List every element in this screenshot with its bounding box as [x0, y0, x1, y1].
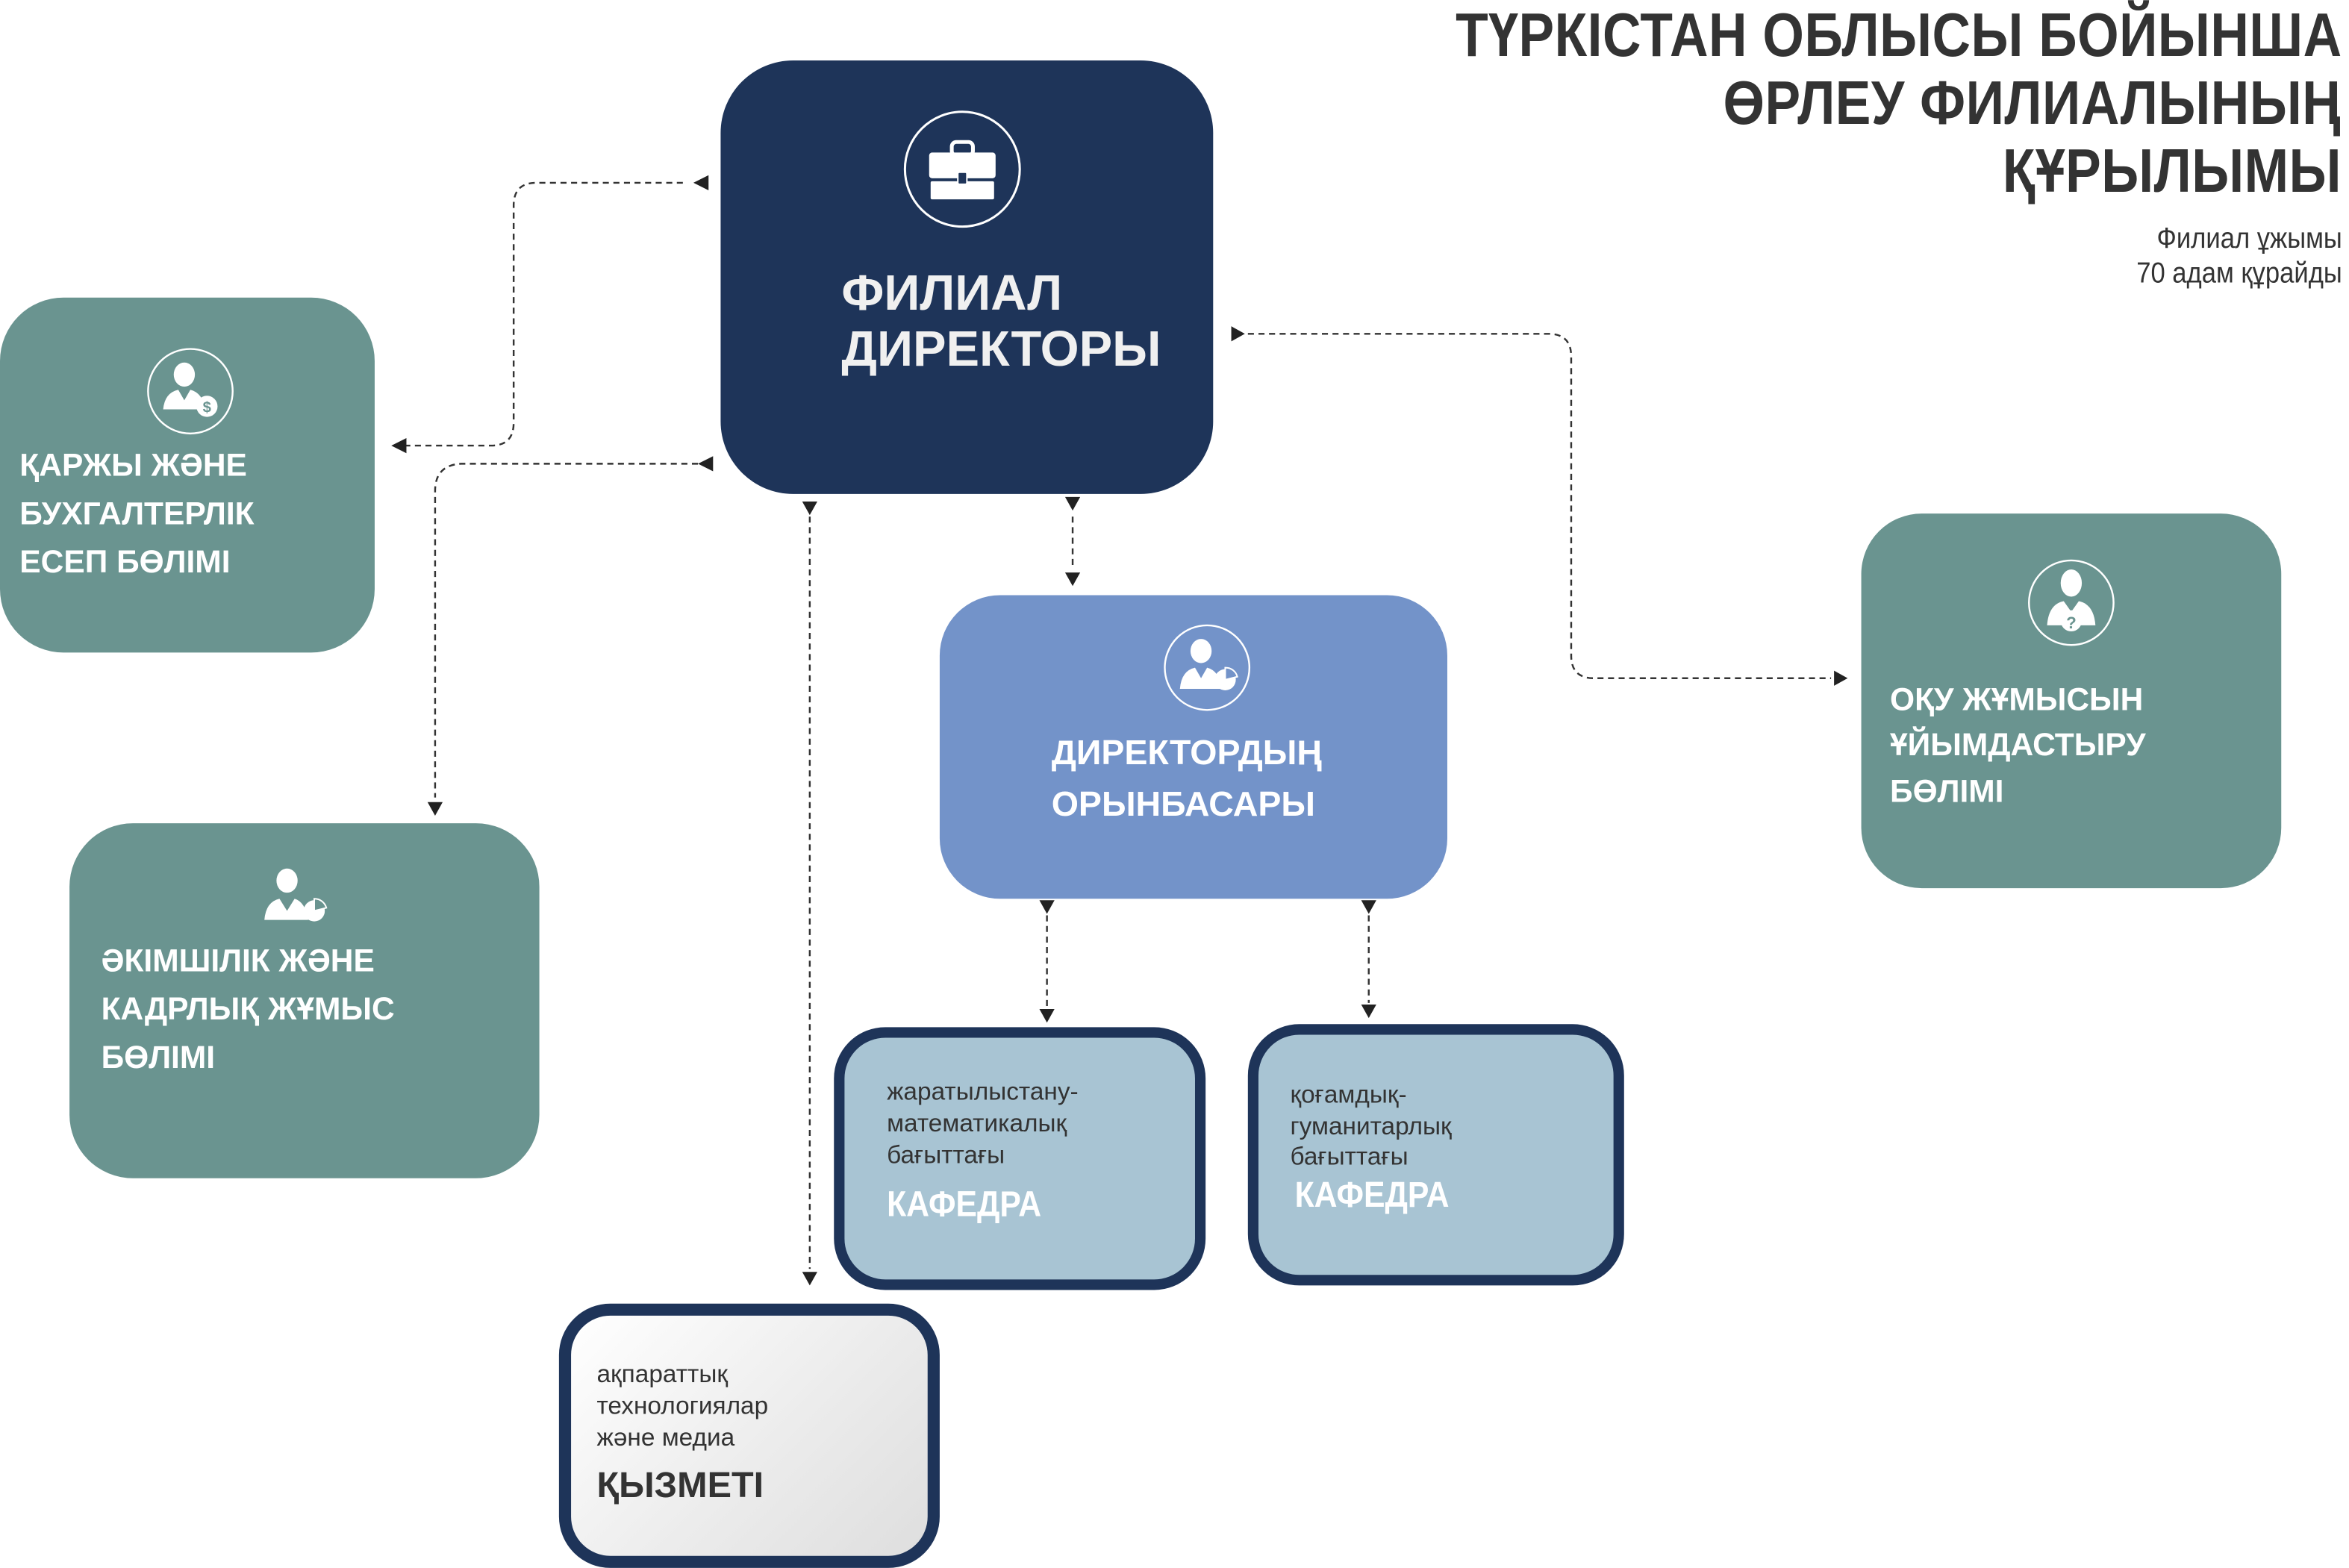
- it-service-line: ақпараттық: [596, 1361, 728, 1389]
- arrow-icon: [427, 802, 443, 816]
- node-it-media-service[interactable]: ақпараттық технологиялар және медиа ҚЫЗМ…: [558, 1303, 940, 1568]
- it-service-line: және медиа: [596, 1424, 735, 1452]
- connector-director-admin: [434, 463, 699, 798]
- node-director[interactable]: ФИЛИАЛ ДИРЕКТОРЫ: [720, 60, 1214, 494]
- finance-label-line: ЕСЕП БӨЛІМІ: [19, 545, 231, 581]
- kafedra-science-label: КАФЕДРА: [887, 1184, 1042, 1225]
- node-deputy-director[interactable]: ДИРЕКТОРДЫҢ ОРЫНБАСАРЫ: [939, 595, 1447, 899]
- connector-director-study: [1247, 333, 1832, 679]
- finance-label-line: ҚАРЖЫ ЖӘНЕ: [19, 449, 247, 484]
- svg-text:$: $: [203, 400, 211, 416]
- node-study-organization-department[interactable]: ? ОҚУ ЖҰМЫСЫН ҰЙЫМДАСТЫРУ БӨЛІМІ: [1861, 513, 2282, 889]
- staff-note-line: Филиал ұжымы: [2156, 223, 2342, 256]
- deputy-label-line: ОРЫНБАСАРЫ: [1051, 784, 1316, 824]
- person-chart-icon: [264, 868, 328, 922]
- arrow-icon: [1361, 1004, 1376, 1019]
- arrow-icon: [1039, 1009, 1055, 1023]
- arrow-icon: [1361, 900, 1376, 914]
- kafedra-humanities-line: қоғамдық-: [1290, 1081, 1407, 1109]
- it-service-line: технологиялар: [596, 1393, 769, 1420]
- staff-note-line: 70 адам құрайды: [2136, 258, 2342, 290]
- deputy-label-line: ДИРЕКТОРДЫҢ: [1051, 732, 1322, 772]
- admin-label-line: КАДРЛЫҚ ЖҰМЫС: [101, 992, 395, 1028]
- node-admin-hr-department[interactable]: ӘКІМШІЛІК ЖӘНЕ КАДРЛЫҚ ЖҰМЫС БӨЛІМІ: [69, 823, 540, 1178]
- kafedra-science-line: математикалық: [887, 1110, 1067, 1138]
- arrow-icon: [698, 456, 714, 472]
- study-label-line: ОҚУ ЖҰМЫСЫН: [1890, 682, 2144, 718]
- study-label-line: ҰЙЫМДАСТЫРУ: [1890, 728, 2146, 763]
- person-chart-icon: [1164, 624, 1251, 711]
- title-line: ТҮРКІСТАН ОБЛЫСЫ БОЙЫНША: [1455, 0, 2342, 70]
- director-title-line: ФИЛИАЛ: [841, 264, 1063, 321]
- node-kafedra-humanities[interactable]: қоғамдық- гуманитарлық бағыттағы КАФЕДРА: [1247, 1024, 1624, 1286]
- kafedra-humanities-line: бағыттағы: [1290, 1143, 1409, 1171]
- svg-text:?: ?: [2066, 613, 2077, 632]
- connector-director-finance: [405, 181, 683, 447]
- title-line: ҚҰРЫЛЫМЫ: [2003, 136, 2342, 206]
- arrow-icon: [391, 437, 407, 454]
- study-label-line: БӨЛІМІ: [1890, 775, 2004, 810]
- finance-label-line: БУХГАЛТЕРЛІК: [19, 496, 255, 532]
- arrow-icon: [802, 501, 817, 516]
- director-title-line: ДИРЕКТОРЫ: [841, 320, 1161, 376]
- arrow-icon: [693, 175, 709, 191]
- title-line: ӨРЛЕУ ФИЛИАЛЫНЫҢ: [1723, 68, 2342, 138]
- briefcase-icon: [903, 110, 1021, 228]
- arrow-icon: [1834, 670, 1848, 686]
- admin-label-line: БӨЛІМІ: [101, 1040, 216, 1076]
- arrow-icon: [1039, 900, 1055, 914]
- person-question-icon: ?: [2028, 559, 2115, 646]
- person-dollar-icon: $: [147, 348, 234, 435]
- node-finance-department[interactable]: $ ҚАРЖЫ ЖӘНЕ БУХГАЛТЕРЛІК ЕСЕП БӨЛІМІ: [0, 297, 375, 653]
- arrow-icon: [1064, 496, 1081, 511]
- kafedra-humanities-line: гуманитарлық: [1290, 1113, 1452, 1141]
- arrow-icon: [1231, 326, 1245, 342]
- kafedra-science-line: бағыттағы: [887, 1142, 1005, 1169]
- node-kafedra-science-math[interactable]: жаратылыстану- математикалық бағыттағы К…: [834, 1027, 1206, 1290]
- arrow-icon: [1064, 572, 1081, 587]
- kafedra-humanities-label: КАФЕДРА: [1294, 1175, 1450, 1216]
- arrow-icon: [802, 1272, 817, 1286]
- admin-label-line: ӘКІМШІЛІК ЖӘНЕ: [101, 944, 375, 979]
- it-service-label: ҚЫЗМЕТІ: [596, 1465, 764, 1506]
- kafedra-science-line: жаратылыстану-: [887, 1078, 1079, 1106]
